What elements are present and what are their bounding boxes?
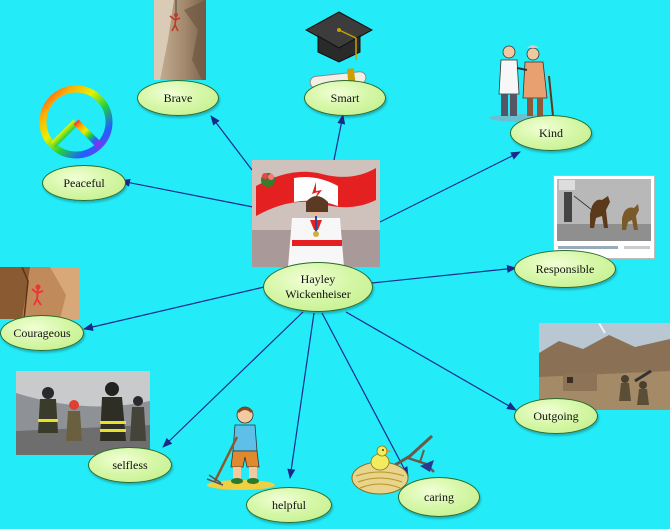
connector-brave (210, 115, 253, 171)
node-center-hayley-wickenheiser[interactable]: Hayley Wickenheiser (263, 262, 373, 312)
child-raking-clipart (203, 405, 277, 491)
connector-courageous (83, 286, 265, 331)
node-kind[interactable]: Kind (510, 115, 592, 151)
center-label: Hayley Wickenheiser (285, 272, 351, 301)
node-label: Brave (163, 90, 193, 105)
node-label: Smart (330, 90, 360, 105)
node-brave[interactable]: Brave (137, 80, 219, 116)
service-dogs-photo (553, 175, 655, 259)
node-label: caring (424, 489, 454, 504)
node-label: helpful (272, 497, 306, 512)
node-label: Responsible (535, 261, 595, 276)
node-label: Peaceful (63, 175, 105, 190)
node-peaceful[interactable]: Peaceful (42, 165, 126, 201)
node-caring[interactable]: caring (398, 477, 480, 517)
connector-helpful (287, 312, 315, 479)
node-helpful[interactable]: helpful (246, 487, 332, 523)
node-label: selfless (112, 457, 148, 472)
connector-outgoing (345, 311, 517, 411)
node-outgoing[interactable]: Outgoing (514, 398, 598, 434)
rock-climber-photo (154, 0, 206, 80)
cliff-climber-photo (0, 267, 80, 319)
connector-caring (321, 312, 409, 477)
node-smart[interactable]: Smart (304, 80, 386, 116)
doctor-helping-elderly-clipart (487, 42, 559, 122)
node-label: Kind (539, 125, 563, 140)
connector-smart (333, 114, 346, 161)
center-athlete-photo (252, 160, 380, 267)
bird-nest-clipart (350, 432, 436, 498)
node-label: Outgoing (533, 408, 579, 423)
node-responsible[interactable]: Responsible (514, 250, 616, 288)
node-label: Courageous (13, 325, 71, 340)
connector-kind (379, 151, 521, 223)
node-selfless[interactable]: selfless (88, 447, 172, 483)
firefighters-photo (16, 371, 150, 455)
desert-soldiers-photo (539, 323, 670, 410)
connector-responsible (371, 264, 517, 284)
peace-sign-icon (36, 82, 116, 162)
connector-selfless (162, 311, 304, 448)
connector-peaceful (120, 178, 254, 208)
node-courageous[interactable]: Courageous (0, 315, 84, 351)
